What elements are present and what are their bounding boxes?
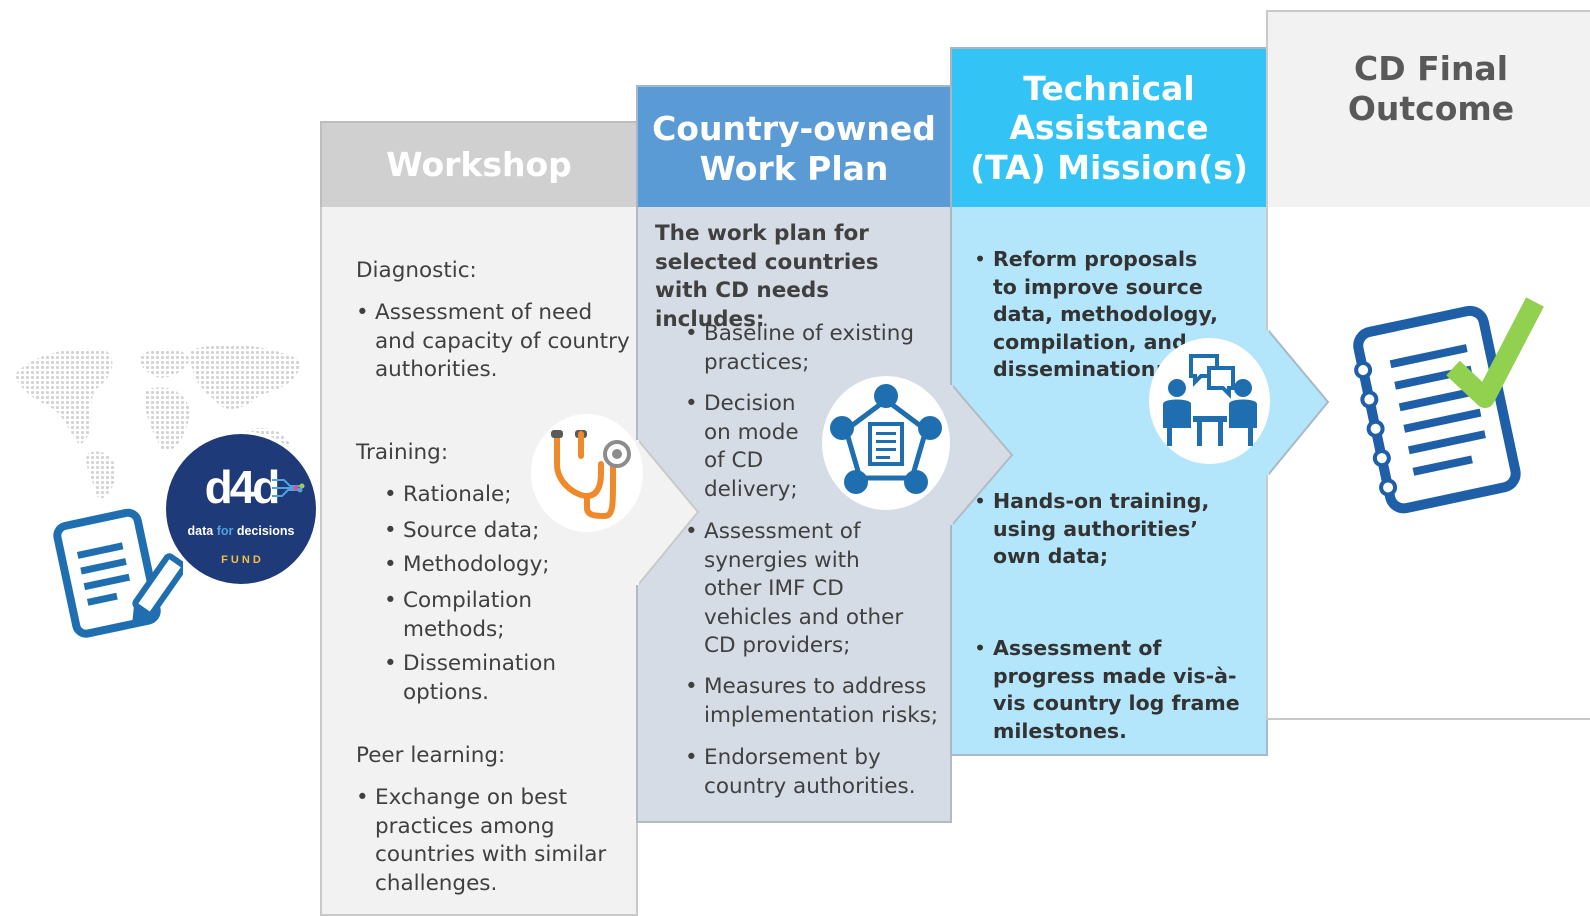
arrow-workshop-to-workplan <box>634 440 700 585</box>
checklist-icon <box>1353 297 1544 514</box>
workplan-item: Endorsement by country authorities. <box>685 744 934 801</box>
ta-item: Assessment of progress made vis-à-vis co… <box>974 635 1253 745</box>
meeting-badge <box>1149 338 1270 464</box>
logo-main-text: d4d <box>204 461 281 513</box>
logo-sub: F U N D <box>221 554 261 566</box>
workshop-title: Workshop <box>386 145 572 185</box>
outcome-title: CD Final Outcome <box>1347 48 1515 128</box>
training-heading: Training: <box>356 440 449 465</box>
outcome-header: CD Final Outcome <box>1266 10 1590 209</box>
diagnostic-item: Assessment of need and capacity of count… <box>356 299 637 385</box>
d4d-logo: d4d data for decisions F U N D <box>166 434 316 584</box>
document-pen-icon <box>53 508 183 638</box>
workplan-intro: The work plan for selected countries wit… <box>655 221 879 332</box>
workplan-item: Decision on mode of CD delivery; <box>685 390 814 504</box>
workplan-item: Measures to address implementation risks… <box>685 673 944 730</box>
diagnostic-heading: Diagnostic: <box>356 258 477 283</box>
arrow-ta-to-outcome <box>1264 330 1330 475</box>
peer-heading: Peer learning: <box>356 743 506 768</box>
ta-item: Hands-on training, using authorities’ ow… <box>974 488 1243 571</box>
workplan-item: Baseline of existing practices; <box>685 320 924 377</box>
ta-title: Technical Assistance (TA) Mission(s) <box>970 68 1248 187</box>
tagline-part-2: for <box>216 524 234 538</box>
training-item: Rationale; <box>384 481 563 510</box>
training-item: Compilation methods; <box>384 587 553 644</box>
stethoscope-icon <box>551 430 631 520</box>
tagline-part-3: decisions <box>233 524 295 538</box>
training-item: Methodology; <box>384 551 563 580</box>
workshop-header: Workshop <box>320 121 638 209</box>
arrow-into-workshop <box>322 440 374 580</box>
logo-tagline: data for decisions <box>166 524 316 538</box>
ta-item: Reform proposals to improve source data,… <box>974 246 1223 384</box>
circuit-icon <box>272 479 305 497</box>
tagline-part-1: data <box>187 524 217 538</box>
peer-item: Exchange on best practices among countri… <box>356 784 615 898</box>
workplan-header: Country-owned Work Plan <box>636 85 952 209</box>
workplan-title: Country-owned Work Plan <box>652 109 936 188</box>
world-map-icon <box>15 344 301 499</box>
stethoscope-badge <box>531 414 643 532</box>
ta-header: Technical Assistance (TA) Mission(s) <box>950 47 1268 209</box>
network-badge <box>822 376 950 510</box>
meeting-chat-icon <box>1163 354 1257 446</box>
training-item: Dissemination options. <box>384 650 563 707</box>
training-item: Source data; <box>384 517 563 546</box>
workplan-item: Assessment of synergies with other IMF C… <box>685 518 914 661</box>
network-document-icon <box>830 384 942 494</box>
